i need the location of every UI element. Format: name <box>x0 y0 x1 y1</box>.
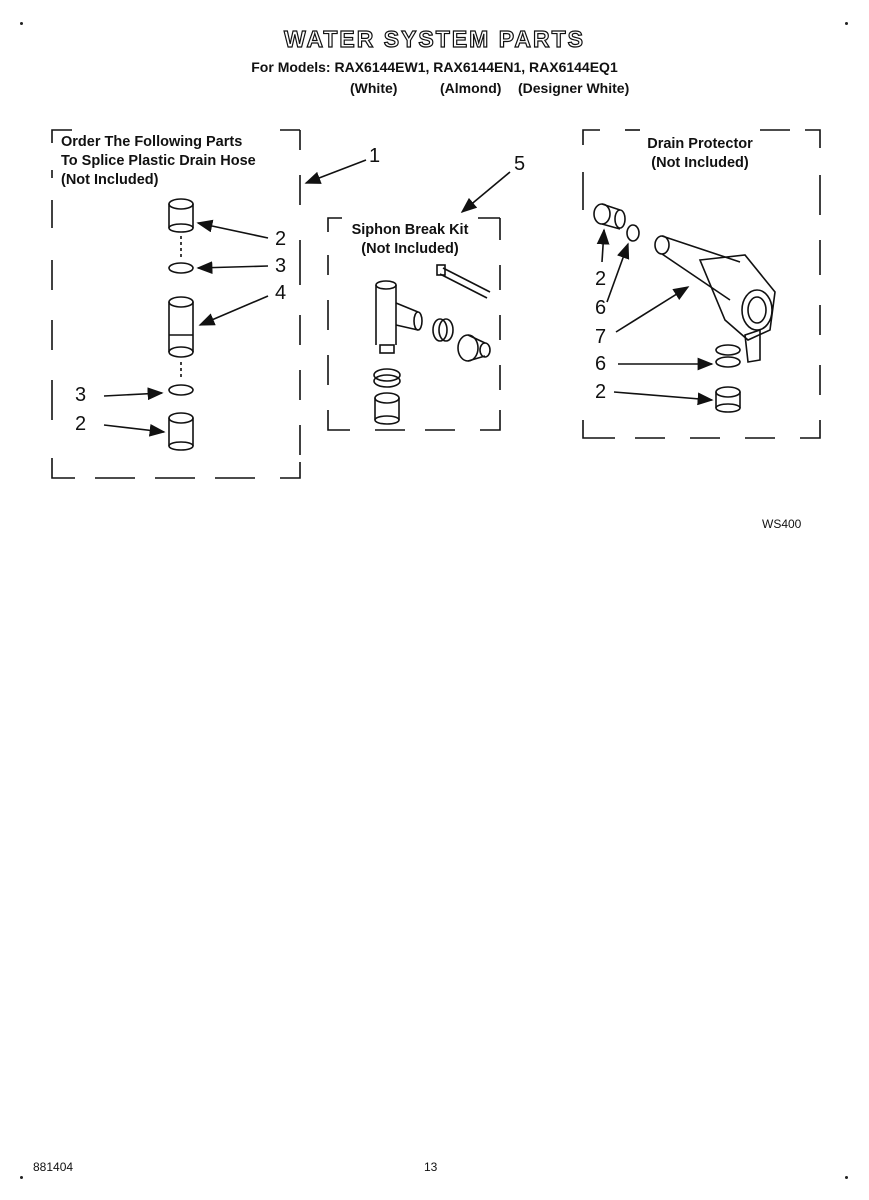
drain-box-border <box>582 129 821 439</box>
splice-parts-art <box>168 198 194 451</box>
callout-7: 7 <box>595 326 607 348</box>
siphon-box-label: Siphon Break Kit (Not Included) <box>345 221 475 259</box>
siphon-label-line-2: (Not Included) <box>361 241 459 257</box>
corner-mark-top-right <box>845 22 848 25</box>
page-number: 13 <box>424 1160 438 1174</box>
callout-4: 4 <box>275 282 287 304</box>
callout-6-drain-bottom: 6 <box>595 353 607 375</box>
corner-mark-bottom-left <box>20 1176 23 1179</box>
splice-box-border <box>51 129 301 479</box>
callout-1: 1 <box>369 145 381 167</box>
splice-label-line-1: Order The Following Parts <box>61 134 243 150</box>
callout-2-top: 2 <box>275 228 287 250</box>
siphon-label-line-1: Siphon Break Kit <box>351 222 469 238</box>
model-numbers: For Models: RAX6144EW1, RAX6144EN1, RAX6… <box>251 59 618 75</box>
splice-label-line-3: (Not Included) <box>61 172 159 188</box>
callout-2-drain-top: 2 <box>595 268 607 290</box>
drain-label-line-2: (Not Included) <box>651 155 749 171</box>
figure-code: WS400 <box>762 517 802 531</box>
variant-designer-white: (Designer White) <box>518 80 630 96</box>
siphon-box-border <box>327 217 501 431</box>
variant-almond: (Almond) <box>440 80 502 96</box>
callout-2-bottom: 2 <box>75 413 87 435</box>
variant-white: (White) <box>350 80 398 96</box>
callout-3-bottom: 3 <box>75 384 87 406</box>
document-number: 881404 <box>33 1160 74 1174</box>
callout-2-drain-bottom: 2 <box>595 381 607 403</box>
splice-box-label: Order The Following Parts To Splice Plas… <box>61 133 256 190</box>
splice-label-line-2: To Splice Plastic Drain Hose <box>61 153 256 169</box>
drain-label-line-1: Drain Protector <box>647 136 753 152</box>
drain-protector-parts-art <box>593 203 776 413</box>
siphon-parts-art <box>373 264 491 425</box>
page-title: WATER SYSTEM PARTS <box>283 25 585 52</box>
corner-mark-top-left <box>20 22 23 25</box>
callout-3-top: 3 <box>275 255 287 277</box>
corner-mark-bottom-right <box>845 1176 848 1179</box>
drain-box-label: Drain Protector (Not Included) <box>630 135 770 173</box>
callout-6-drain-top: 6 <box>595 297 607 319</box>
callout-5: 5 <box>514 153 526 175</box>
